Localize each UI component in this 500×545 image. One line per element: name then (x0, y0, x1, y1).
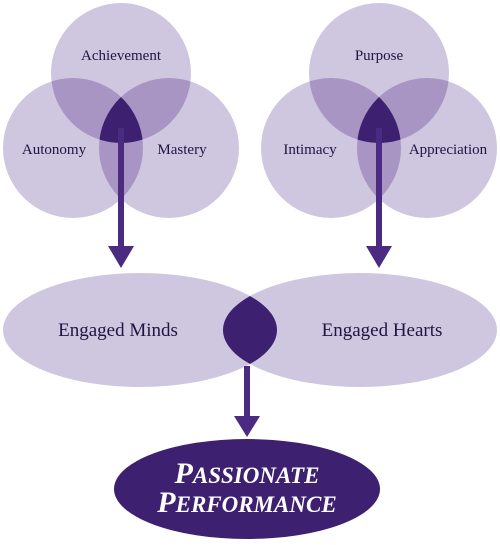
result-oval: PASSIONATE PERFORMANCE (114, 439, 380, 539)
label-appreciation: Appreciation (409, 142, 488, 158)
result-line-1: PASSIONATE (174, 457, 320, 490)
label-mastery: Mastery (157, 142, 207, 158)
label-engaged-minds: Engaged Minds (58, 320, 178, 341)
result-ellipse (114, 439, 380, 539)
label-purpose: Purpose (355, 48, 404, 64)
label-achievement: Achievement (81, 48, 162, 64)
arrow-left-venn (108, 128, 134, 268)
arrow-right-venn (366, 128, 392, 268)
result-line-2-initial: P (156, 486, 176, 519)
overlap-achievement-mastery (99, 78, 191, 143)
middle-ellipses: Engaged Minds Engaged Hearts (3, 273, 497, 387)
overlap-purpose-appreciation (357, 78, 449, 143)
label-engaged-hearts: Engaged Hearts (322, 320, 443, 341)
left-venn: Achievement Autonomy Mastery (3, 3, 239, 218)
overlap-achievement-autonomy (51, 78, 143, 143)
result-line-2-rest: ERFORMANCE (175, 492, 337, 517)
ellipse-engaged-minds (3, 273, 277, 387)
result-line-1-initial: P (174, 457, 194, 490)
label-intimacy: Intimacy (283, 142, 337, 158)
arrow-to-result (234, 366, 260, 437)
result-line-1-rest: ASSIONATE (191, 463, 320, 488)
result-line-2: PERFORMANCE (156, 486, 336, 519)
label-autonomy: Autonomy (22, 142, 87, 158)
ellipse-engaged-hearts (223, 273, 497, 387)
right-venn: Purpose Intimacy Appreciation (261, 3, 497, 218)
overlap-purpose-intimacy (309, 78, 401, 143)
